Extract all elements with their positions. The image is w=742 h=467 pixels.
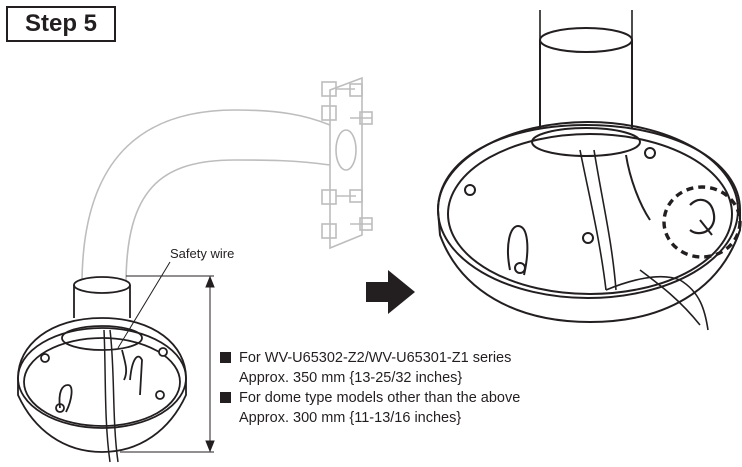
- step-title: Step 5: [6, 6, 116, 42]
- wall-bracket-arm: [81, 76, 373, 286]
- note-heading: For dome type models other than the abov…: [239, 390, 521, 406]
- length-notes: For WV-U65302-Z2/WV-U65301-Z1 series App…: [220, 348, 520, 428]
- right-arrow-icon: [366, 270, 415, 314]
- safety-wire-label: Safety wire: [170, 246, 235, 261]
- note-detail: Approx. 350 mm {13-25/32 inches}: [239, 370, 463, 386]
- note-heading: For WV-U65302-Z2/WV-U65301-Z1 series: [239, 350, 512, 366]
- square-bullet-icon: [220, 352, 231, 363]
- note-detail: Approx. 300 mm {11-13/16 inches}: [239, 410, 462, 426]
- note-item: For WV-U65302-Z2/WV-U65301-Z1 series: [220, 348, 520, 368]
- square-bullet-icon: [220, 392, 231, 403]
- dome-housing-right: [436, 10, 741, 331]
- note-item: For dome type models other than the abov…: [220, 388, 520, 408]
- dome-housing-left: [17, 276, 187, 463]
- dimension-line: [120, 275, 215, 453]
- bolt-icon: [321, 81, 373, 239]
- highlight-circle: [662, 185, 742, 259]
